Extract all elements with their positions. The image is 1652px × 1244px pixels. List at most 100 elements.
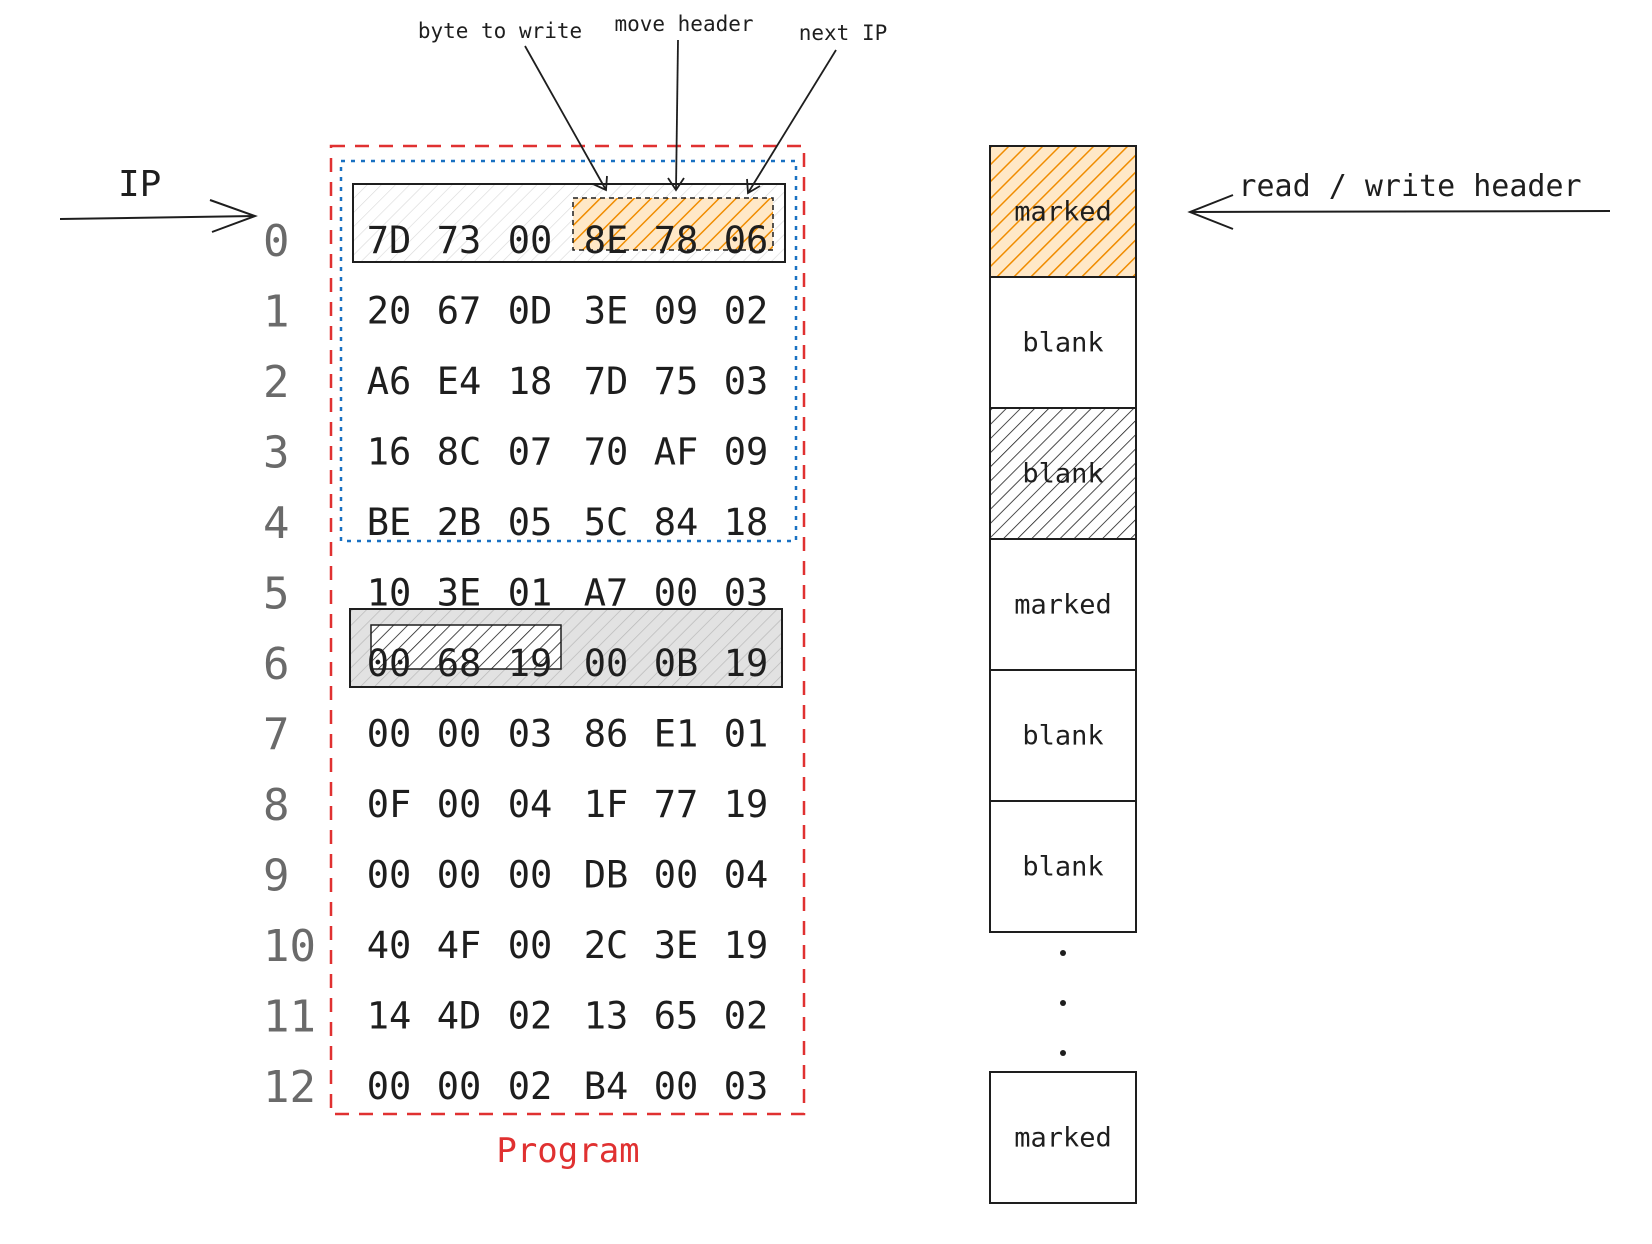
tape-cell-label: marked	[1014, 590, 1112, 621]
program-byte: 00	[654, 854, 699, 897]
program-byte: 3E	[654, 924, 699, 967]
row-index: 5	[263, 569, 290, 620]
program-byte: 2C	[584, 924, 629, 967]
program-byte: 0B	[654, 642, 699, 685]
program-byte: 16	[367, 431, 412, 474]
program-byte: 84	[654, 501, 699, 544]
tape-cell: blank	[989, 276, 1137, 409]
program-byte: 02	[508, 1065, 553, 1108]
row-index: 7	[263, 710, 290, 761]
program-byte: 00	[654, 572, 699, 615]
program-byte: 0F	[367, 783, 412, 826]
program-byte: 00	[654, 1065, 699, 1108]
program-byte: 19	[724, 924, 769, 967]
program-byte: 00	[437, 713, 482, 756]
program-byte: 14	[367, 995, 412, 1038]
program-byte: 03	[724, 360, 769, 403]
row-index: 6	[263, 639, 290, 690]
program-byte: 75	[654, 360, 699, 403]
program-byte: BE	[367, 501, 412, 544]
tape-ellipsis	[1060, 950, 1066, 1056]
program-byte: 02	[508, 995, 553, 1038]
program-byte: 4D	[437, 995, 482, 1038]
tape-cell-label: blank	[1022, 721, 1103, 752]
program-caption: Program	[496, 1131, 639, 1171]
program-byte: 18	[508, 360, 553, 403]
tape-cell: blank	[989, 669, 1137, 802]
row-index: 2	[263, 357, 290, 408]
window-border	[339, 159, 798, 543]
annotation-move-header: move header	[614, 12, 753, 36]
program-byte: A6	[367, 360, 412, 403]
row-index: 1	[263, 287, 290, 338]
program-byte: 8C	[437, 431, 482, 474]
program-byte: 00	[584, 642, 629, 685]
program-byte: 00	[367, 642, 412, 685]
instruction-args-highlight	[572, 197, 774, 251]
program-byte: 77	[654, 783, 699, 826]
tape-cell: marked	[989, 538, 1137, 671]
tape-cell: marked	[989, 145, 1137, 278]
tape-cell-label: blank	[1022, 852, 1103, 883]
program-byte: AF	[654, 431, 699, 474]
row-index: 4	[263, 498, 290, 549]
program-byte: 40	[367, 924, 412, 967]
row-index: 11	[263, 992, 316, 1043]
rw-header-arrow	[1187, 194, 1611, 230]
program-byte: 02	[724, 290, 769, 333]
row-index: 10	[263, 921, 316, 972]
tape-cell: marked	[989, 1071, 1137, 1204]
program-byte: 19	[724, 783, 769, 826]
row-index: 12	[263, 1062, 316, 1113]
program-byte: 03	[508, 713, 553, 756]
program-byte: 86	[584, 713, 629, 756]
tape-cell-label: blank	[1022, 328, 1103, 359]
arrow-byte-to-write	[524, 45, 608, 192]
program-byte: 04	[508, 783, 553, 826]
program-byte: 0D	[508, 290, 553, 333]
tape-cell-label: marked	[1014, 1123, 1112, 1154]
program-byte: 8E	[584, 219, 629, 262]
program-byte: 09	[654, 290, 699, 333]
program-byte: 5C	[584, 501, 629, 544]
tape-cell-box	[989, 800, 1137, 933]
program-byte: 01	[724, 713, 769, 756]
tape-cell: blank	[989, 800, 1137, 933]
program-byte: 00	[367, 713, 412, 756]
program-byte: 78	[654, 219, 699, 262]
tape-cell-box	[989, 1071, 1137, 1204]
program-byte: 04	[724, 854, 769, 897]
program-byte: 00	[437, 1065, 482, 1108]
row-index: 0	[263, 216, 290, 267]
program-byte: 20	[367, 290, 412, 333]
program-byte: 3E	[584, 290, 629, 333]
arrow-move-header	[667, 39, 685, 192]
program-byte: 65	[654, 995, 699, 1038]
program-byte: 00	[508, 219, 553, 262]
tape-cell: blank	[989, 407, 1137, 540]
program-byte: 03	[724, 572, 769, 615]
program-byte: 18	[724, 501, 769, 544]
program-byte: 00	[367, 1065, 412, 1108]
program-byte: 06	[724, 219, 769, 262]
program-byte: 02	[724, 995, 769, 1038]
tape-cell-box	[989, 538, 1137, 671]
program-byte: 00	[508, 924, 553, 967]
program-byte: 4F	[437, 924, 482, 967]
program-byte: E1	[654, 713, 699, 756]
program-byte: 19	[508, 642, 553, 685]
rw-header-label: read / write header	[1238, 169, 1581, 204]
program-byte: E4	[437, 360, 482, 403]
arrow-next-ip	[746, 49, 837, 195]
program-byte: 00	[367, 854, 412, 897]
program-byte: 03	[724, 1065, 769, 1108]
program-byte: DB	[584, 854, 629, 897]
row-index: 9	[263, 851, 290, 902]
program-byte: 19	[724, 642, 769, 685]
program-byte: 67	[437, 290, 482, 333]
program-byte: 68	[437, 642, 482, 685]
tape: marked blank blank marked blank blank marked	[989, 145, 1137, 1204]
program-byte: 00	[508, 854, 553, 897]
